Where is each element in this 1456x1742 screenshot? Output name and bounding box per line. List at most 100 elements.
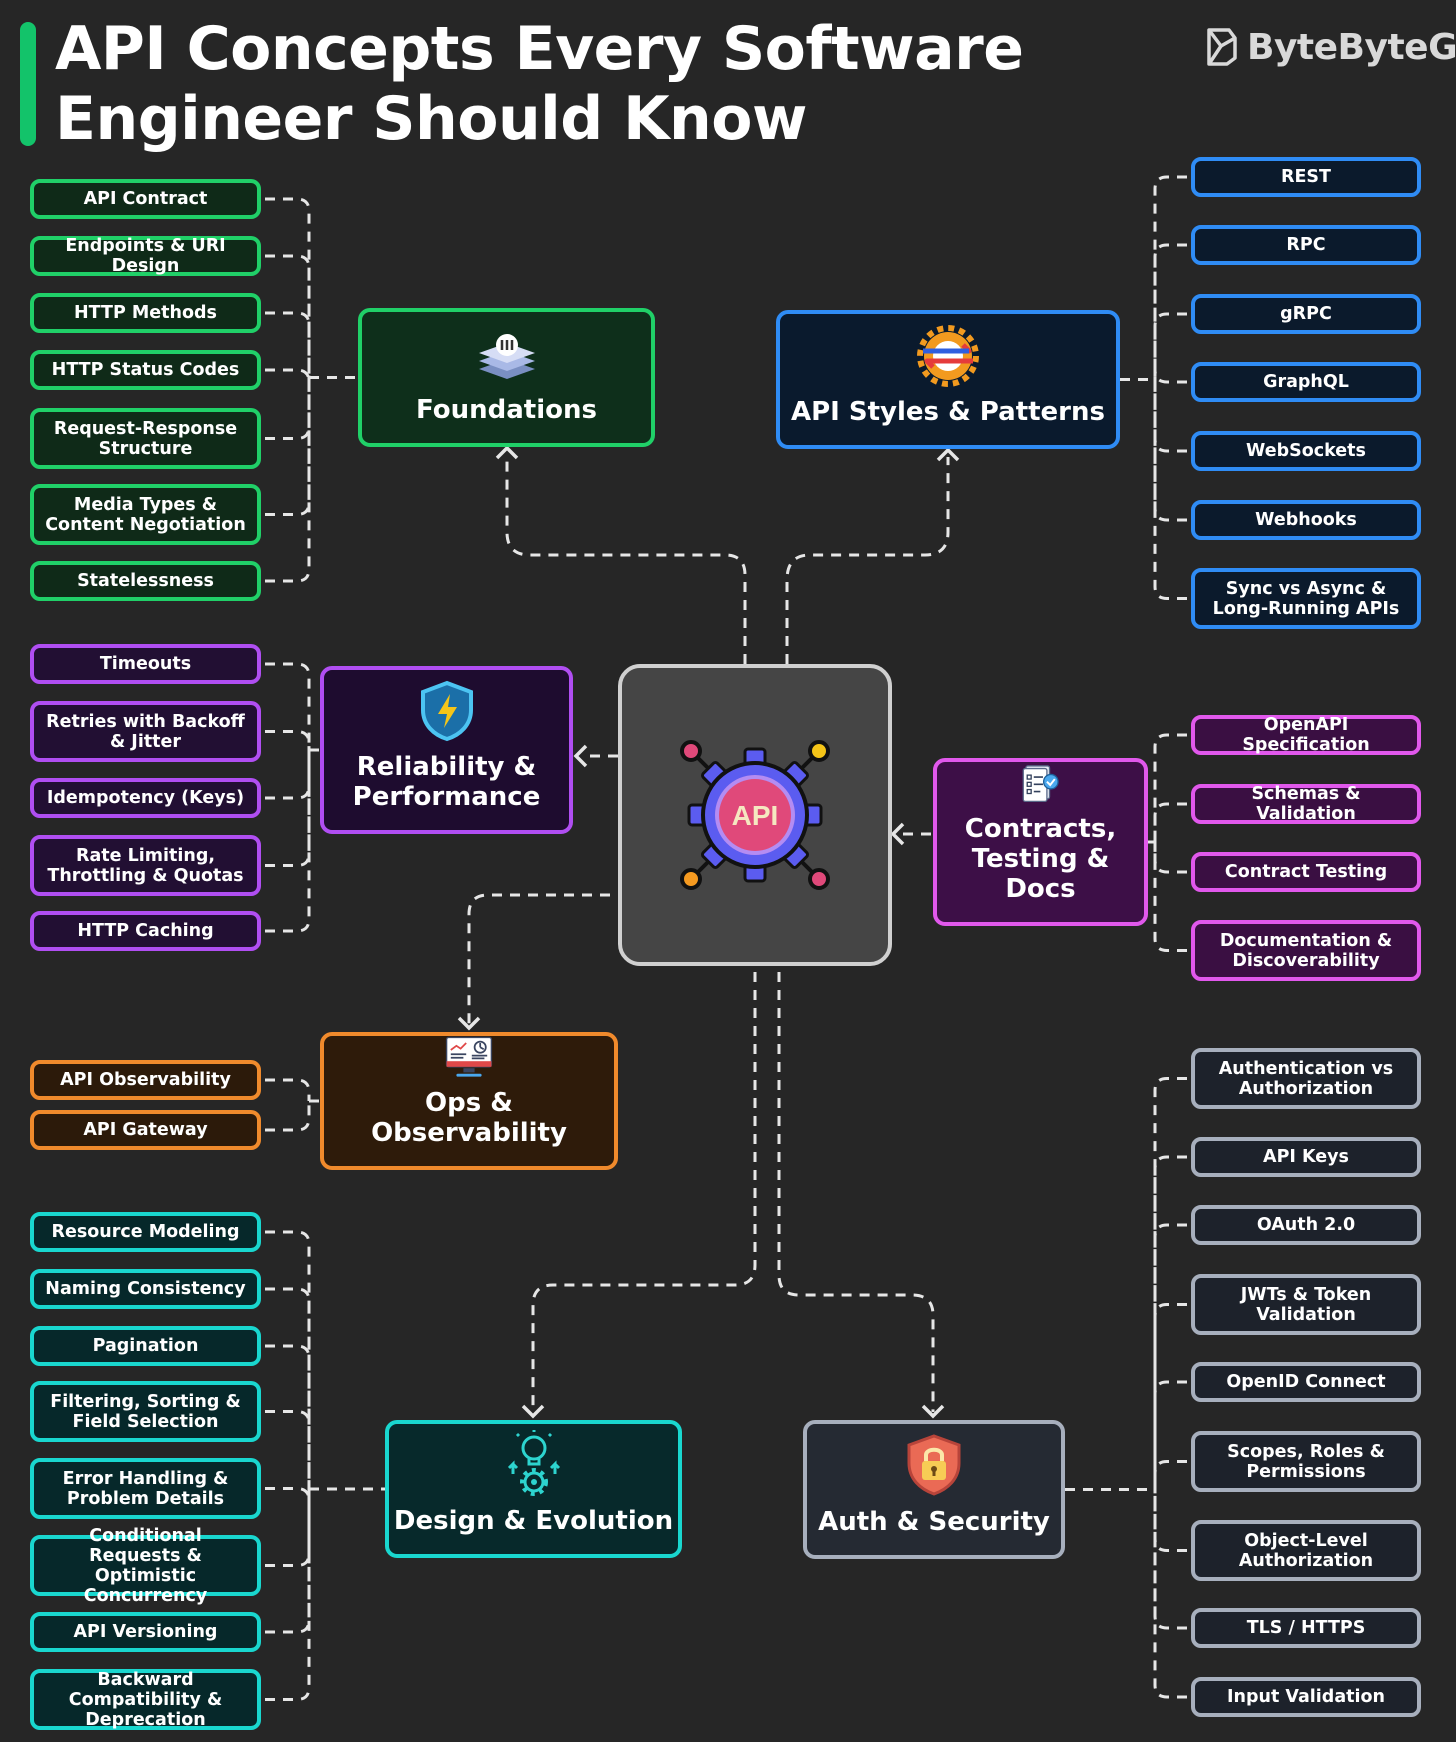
leaf-auth-3: JWTs & Token Validation	[1191, 1274, 1421, 1335]
leaf-label: Endpoints & URI Design	[65, 236, 226, 276]
connector-styles-1	[1153, 243, 1187, 380]
connector-design-5	[265, 1489, 311, 1567]
hub-foundations: Foundations	[358, 308, 655, 447]
leaf-reliability-1: Retries with Backoff & Jitter	[30, 701, 261, 762]
connector-styles-6	[1153, 379, 1187, 600]
connector-contracts-2	[1153, 842, 1187, 874]
leaf-label: gRPC	[1280, 304, 1332, 324]
hub-reliability: Reliability & Performance	[320, 666, 573, 834]
leaf-auth-8: Input Validation	[1191, 1677, 1421, 1717]
leaf-label: Resource Modeling	[51, 1222, 240, 1242]
leaf-reliability-0: Timeouts	[30, 644, 261, 684]
connector-auth-0	[1153, 1077, 1187, 1490]
leaf-label: OpenID Connect	[1226, 1372, 1386, 1392]
leaf-label: GraphQL	[1263, 372, 1349, 392]
api-gear-icon: API	[680, 740, 830, 890]
leaf-label: Object-Level Authorization	[1238, 1530, 1374, 1571]
leaf-label: Sync vs Async & Long-Running APIs	[1212, 578, 1400, 619]
connector-auth-2	[1153, 1223, 1187, 1490]
leaf-label: Naming Consistency	[45, 1279, 246, 1299]
leaf-label: Media Types & Content Negotiation	[45, 494, 246, 535]
connector-foundations-4	[265, 377, 311, 440]
leaf-foundations-1: Endpoints & URI Design	[30, 236, 261, 276]
connector-foundations-1	[265, 254, 311, 378]
leaf-label: API Versioning	[73, 1622, 218, 1642]
leaf-label: HTTP Methods	[74, 303, 217, 323]
leaf-label: Conditional Requests & Optimistic Concur…	[83, 1525, 208, 1606]
leaf-label: Pagination	[92, 1336, 199, 1356]
connector-design-2	[265, 1344, 311, 1489]
leaf-auth-4: OpenID Connect	[1191, 1362, 1421, 1402]
leaf-styles-0: REST	[1191, 157, 1421, 197]
leaf-design-1: Naming Consistency	[30, 1269, 261, 1309]
connector-reliability-4	[265, 750, 311, 933]
leaf-contracts-0: OpenAPI Specification	[1191, 715, 1421, 755]
hub-foundations-label: Foundations	[416, 395, 597, 425]
brand-name: ByteByteGo	[1247, 26, 1456, 68]
connector-foundations-0	[265, 197, 311, 378]
leaf-foundations-6: Statelessness	[30, 561, 261, 601]
shield-lock-icon	[907, 1434, 961, 1496]
connector-styles-0	[1153, 175, 1187, 380]
leaf-label: HTTP Status Codes	[51, 360, 240, 380]
leaf-label: Documentation & Discoverability	[1219, 930, 1393, 971]
center-api-label: API	[732, 800, 779, 831]
leaf-label: OAuth 2.0	[1256, 1215, 1356, 1235]
leaf-label: Timeouts	[99, 654, 192, 674]
connector-styles-3	[1153, 369, 1187, 384]
leaf-design-4: Error Handling & Problem Details	[30, 1458, 261, 1519]
leaf-label: Authentication vs Authorization	[1218, 1058, 1394, 1099]
connector-styles-4	[1153, 379, 1187, 453]
connector-foundations-3	[265, 368, 311, 383]
connector-contracts-3	[1153, 842, 1187, 952]
layers-icon	[478, 334, 535, 379]
arrow-design	[521, 1404, 545, 1419]
leaf-contracts-2: Contract Testing	[1191, 852, 1421, 892]
leaf-contracts-3: Documentation & Discoverability	[1191, 920, 1421, 981]
leaf-auth-0: Authentication vs Authorization	[1191, 1048, 1421, 1109]
hub-ops: Ops & Observability	[320, 1032, 618, 1170]
leaf-foundations-4: Request-Response Structure	[30, 408, 261, 469]
leaf-styles-4: WebSockets	[1191, 431, 1421, 471]
monitor-dashboard-icon	[445, 1036, 493, 1077]
connector-center-styles	[785, 457, 950, 664]
leaf-label: Contract Testing	[1224, 862, 1388, 882]
leaf-design-3: Filtering, Sorting & Field Selection	[30, 1381, 261, 1442]
leaf-ops-1: API Gateway	[30, 1110, 261, 1150]
connector-contracts-0	[1153, 733, 1187, 842]
connector-center-ops	[467, 893, 610, 1024]
leaf-auth-1: API Keys	[1191, 1137, 1421, 1177]
hub-ops-label: Ops & Observability	[371, 1088, 567, 1148]
arrow-auth	[921, 1404, 945, 1419]
connector-styles-2	[1153, 312, 1187, 380]
leaf-design-2: Pagination	[30, 1326, 261, 1366]
leaf-auth-6: Object-Level Authorization	[1191, 1520, 1421, 1581]
brand-logo: ByteByteGo	[1205, 20, 1456, 74]
arrow-reliability	[573, 744, 588, 768]
leaf-contracts-1: Schemas & Validation	[1191, 784, 1421, 824]
connector-design-0	[265, 1230, 311, 1489]
leaf-foundations-2: HTTP Methods	[30, 293, 261, 333]
leaf-reliability-2: Idempotency (Keys)	[30, 778, 261, 818]
connector-contracts-1	[1153, 802, 1187, 842]
leaf-auth-5: Scopes, Roles & Permissions	[1191, 1431, 1421, 1492]
leaf-label: Backward Compatibility & Deprecation	[68, 1669, 223, 1730]
hub-design: Design & Evolution	[385, 1420, 682, 1558]
connector-design-6	[265, 1489, 311, 1634]
center-api-node: API	[618, 664, 892, 966]
leaf-design-0: Resource Modeling	[30, 1212, 261, 1252]
leaf-label: API Keys	[1263, 1147, 1349, 1167]
arrow-contracts	[890, 822, 905, 846]
connector-design-4	[265, 1487, 311, 1501]
leaf-auth-7: TLS / HTTPS	[1191, 1608, 1421, 1648]
shield-bolt-icon	[420, 680, 473, 742]
connector-design-7	[265, 1489, 311, 1701]
leaf-foundations-5: Media Types & Content Negotiation	[30, 484, 261, 545]
connector-design-3	[265, 1410, 311, 1489]
leaf-label: RPC	[1286, 235, 1326, 255]
leaf-reliability-4: HTTP Caching	[30, 911, 261, 951]
leaf-label: Schemas & Validation	[1251, 784, 1361, 824]
connector-reliability-1	[265, 730, 311, 750]
